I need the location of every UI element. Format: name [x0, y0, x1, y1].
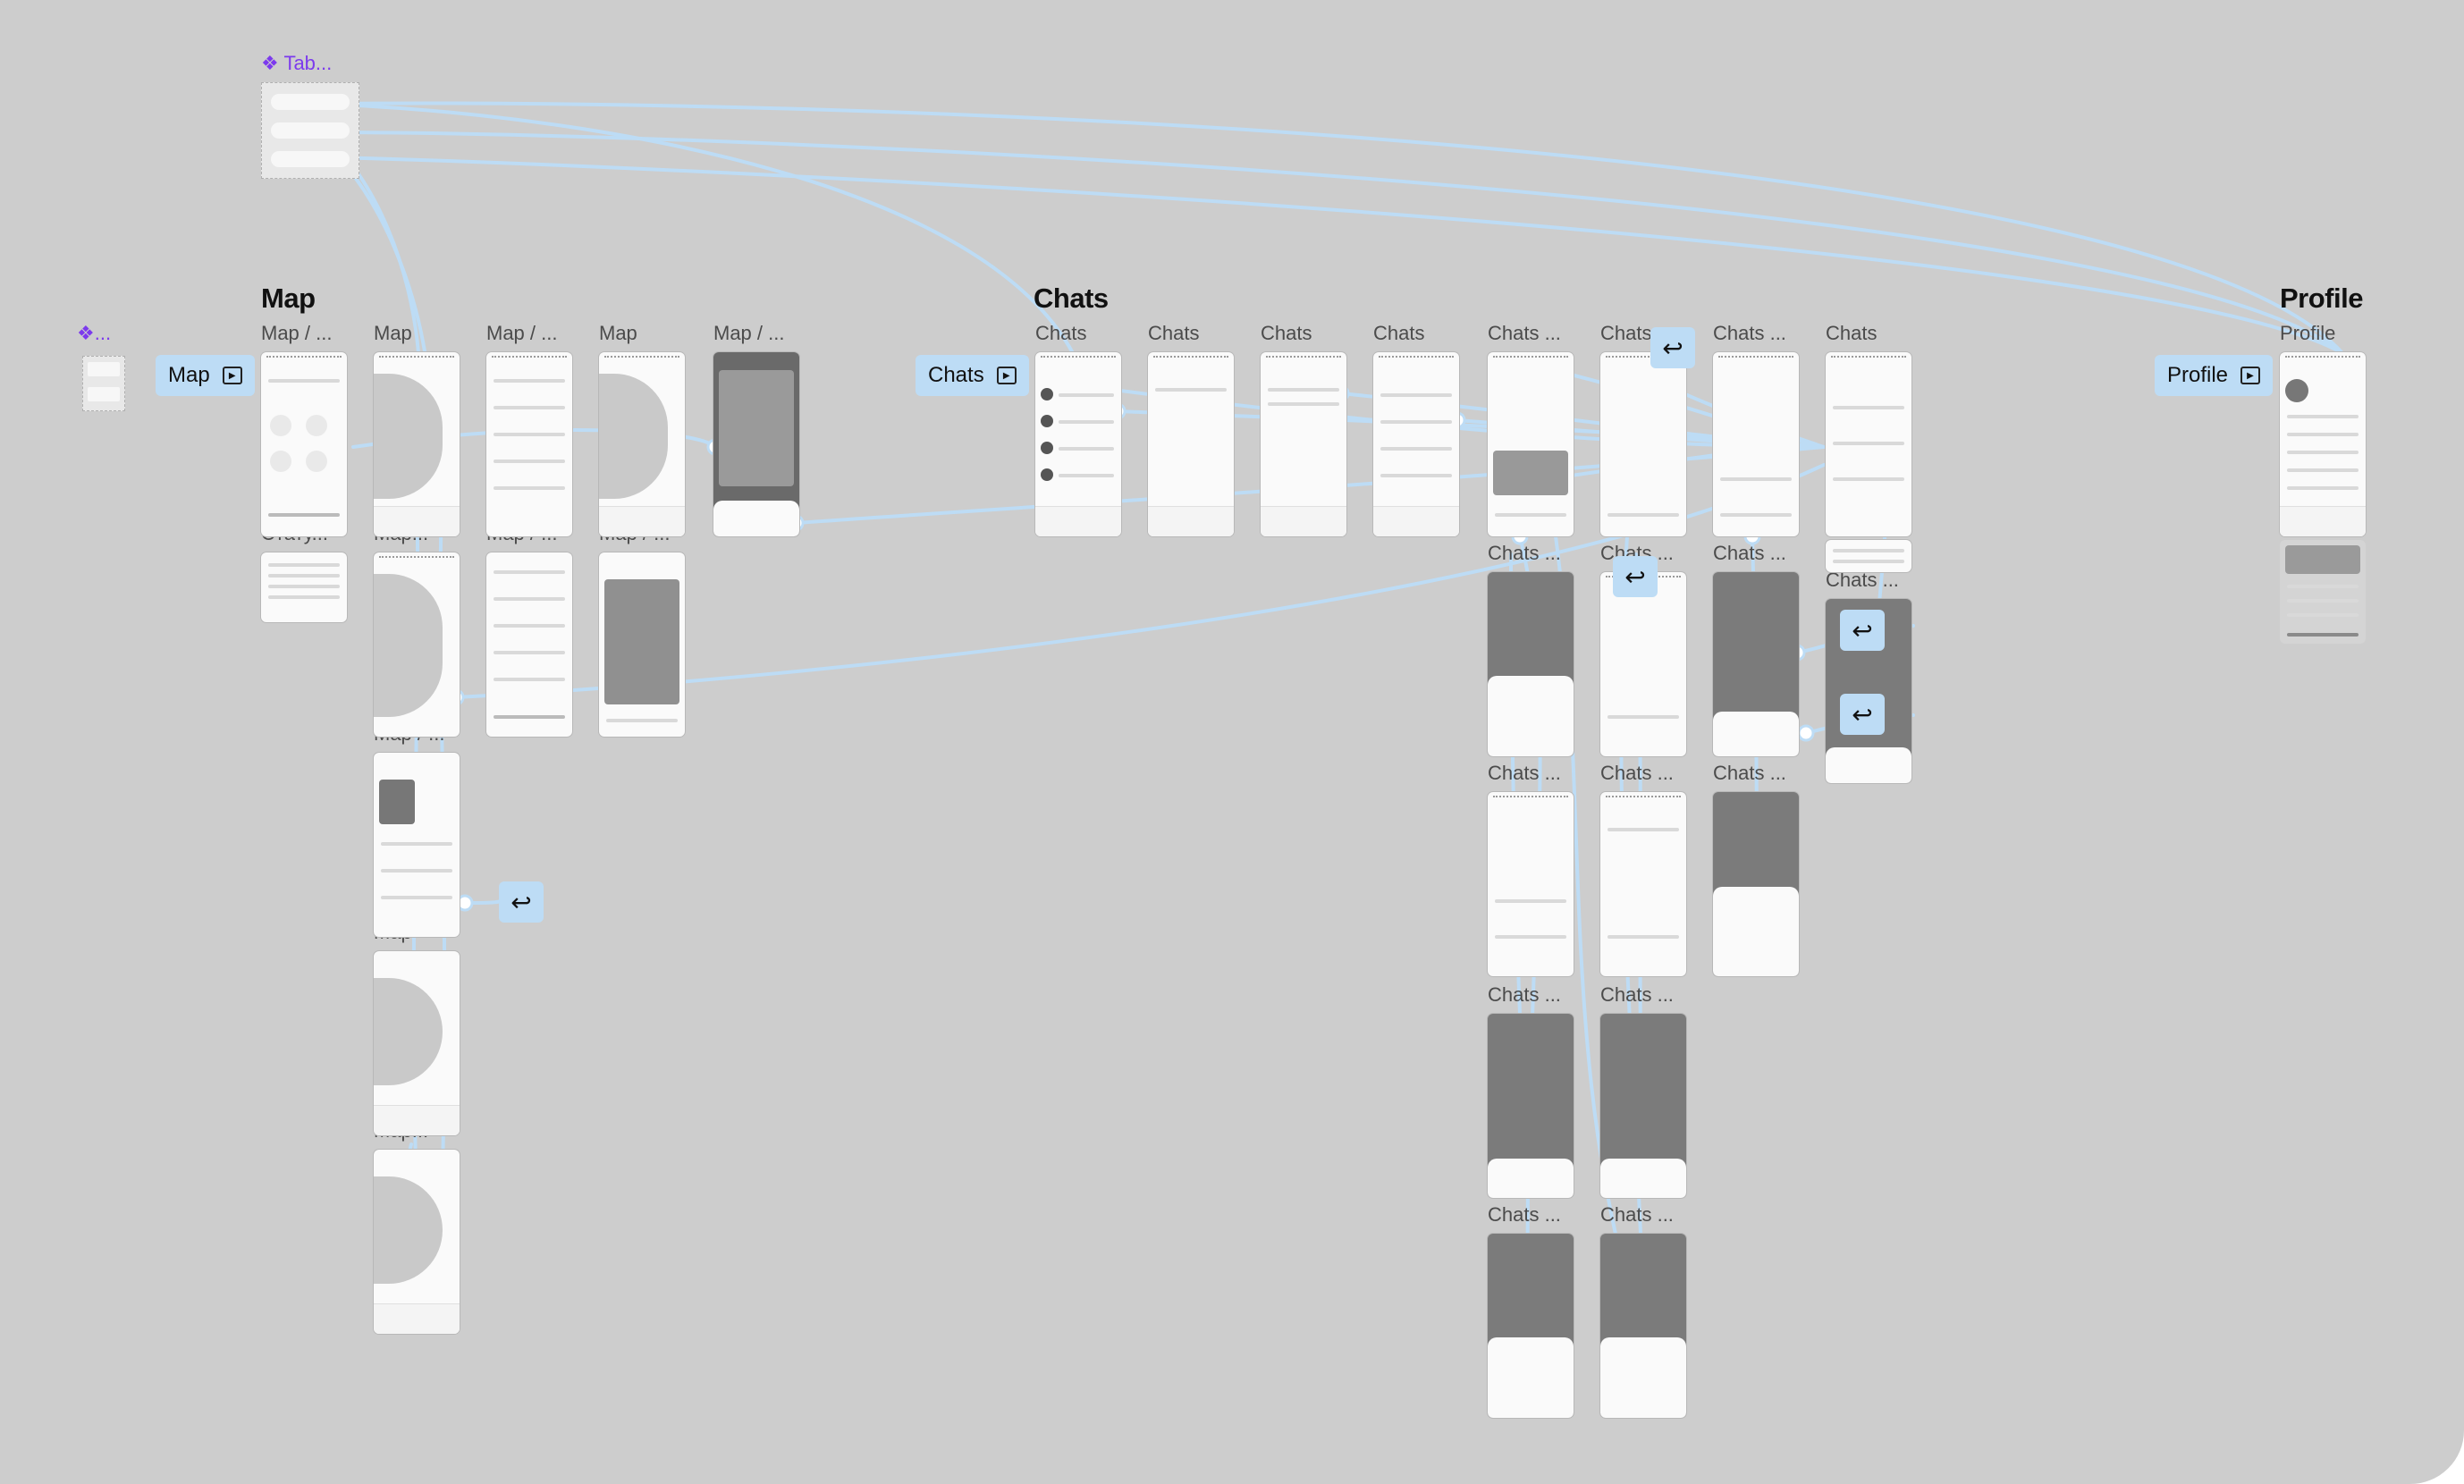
screen-map-invite[interactable]: [599, 552, 685, 737]
screen-chat-r5-2[interactable]: [1600, 1234, 1686, 1418]
screen-chat-r4-2[interactable]: [1600, 1014, 1686, 1198]
screen-chat-r4-1[interactable]: [1488, 1014, 1574, 1198]
other-component-label[interactable]: ❖...: [77, 322, 111, 345]
back-icon[interactable]: ↩: [1840, 610, 1885, 651]
screen-chat-modal-2[interactable]: [1600, 572, 1686, 756]
frame-label[interactable]: Chats ...: [1600, 983, 1674, 1007]
frame-label[interactable]: Map / ...: [713, 322, 784, 345]
frame-label[interactable]: Chats ...: [1600, 762, 1674, 785]
flow-start-map[interactable]: Map ▶: [156, 355, 255, 396]
screen-chat-r3-2[interactable]: [1600, 792, 1686, 976]
back-icon[interactable]: ↩: [499, 881, 544, 923]
flow-start-profile[interactable]: Profile ▶: [2155, 355, 2273, 396]
screen-profile-extension[interactable]: [2280, 540, 2366, 644]
frame-label[interactable]: Chats ...: [1600, 1203, 1674, 1227]
frame-label[interactable]: Chats ...: [1488, 1203, 1561, 1227]
back-icon[interactable]: ↩: [1613, 556, 1658, 597]
flow-label: Chats: [928, 363, 984, 388]
section-title-chats: Chats: [1034, 282, 1109, 315]
frame-label[interactable]: Chats ...: [1713, 762, 1786, 785]
small-component[interactable]: [82, 356, 125, 411]
frame-label[interactable]: Chats: [1826, 322, 1877, 345]
screen-map-filters[interactable]: [486, 352, 572, 536]
screen-chat-modal-1[interactable]: [1488, 572, 1574, 756]
screen-chats-empty-2[interactable]: [1261, 352, 1346, 536]
screen-chat-r5-1[interactable]: [1488, 1234, 1574, 1418]
screen-status[interactable]: [261, 552, 347, 622]
frame-label[interactable]: Chats: [1600, 322, 1651, 345]
flow-label: Profile: [2167, 363, 2228, 388]
frame-label[interactable]: Chats ...: [1713, 542, 1786, 565]
frame-label[interactable]: Chats ...: [1488, 542, 1561, 565]
frame-label[interactable]: Chats ...: [1713, 322, 1786, 345]
screen-map-onboarding[interactable]: [261, 352, 347, 536]
screen-map-r3[interactable]: [374, 753, 460, 937]
screen-chat-dialog-2[interactable]: [1600, 352, 1686, 536]
tab-component-label[interactable]: ❖ Tab...: [261, 52, 332, 75]
prototype-flow-icon: ▶: [223, 367, 242, 384]
back-icon[interactable]: ↩: [1840, 694, 1885, 735]
frame-label[interactable]: Map / ...: [261, 322, 332, 345]
frame-label[interactable]: Chats ...: [1488, 762, 1561, 785]
screen-map-avatar[interactable]: [713, 352, 799, 536]
frame-label[interactable]: Chats: [1148, 322, 1199, 345]
screen-chats-list[interactable]: [1035, 352, 1121, 536]
screen-profile[interactable]: [2280, 352, 2366, 536]
screen-chats-empty-1[interactable]: [1148, 352, 1234, 536]
screen-map-r5[interactable]: [374, 1150, 460, 1334]
frame-label[interactable]: Chats ...: [1488, 983, 1561, 1007]
frame-label[interactable]: Chats: [1373, 322, 1424, 345]
screen-map-premium[interactable]: [486, 552, 572, 737]
screen-map-r4[interactable]: [374, 951, 460, 1135]
screen-map-r2[interactable]: [374, 552, 460, 737]
back-icon[interactable]: ↩: [1650, 327, 1695, 368]
frame-label[interactable]: Map / ...: [486, 322, 557, 345]
screen-chat-dialog-4[interactable]: [1826, 352, 1911, 536]
screen-chats-list-2[interactable]: [1373, 352, 1459, 536]
prototype-flow-icon: ▶: [997, 367, 1017, 384]
screen-chat-dialog-3[interactable]: [1713, 352, 1799, 536]
flow-start-chats[interactable]: Chats ▶: [916, 355, 1029, 396]
section-title-map: Map: [261, 282, 316, 315]
section-title-profile: Profile: [2280, 282, 2363, 315]
screen-chat-r3-1[interactable]: [1488, 792, 1574, 976]
frame-label[interactable]: Map: [599, 322, 637, 345]
prototype-flow-icon: ▶: [2240, 367, 2260, 384]
flow-label: Map: [168, 363, 210, 388]
tab-component[interactable]: [261, 82, 359, 179]
screen-chat-dialog[interactable]: [1488, 352, 1574, 536]
frame-label[interactable]: Profile: [2280, 322, 2335, 345]
screen-chat-modal-3[interactable]: [1713, 572, 1799, 756]
frame-label[interactable]: Map: [374, 322, 412, 345]
screen-map[interactable]: [374, 352, 460, 536]
screen-map-2[interactable]: [599, 352, 685, 536]
screen-chat-menu[interactable]: [1826, 540, 1911, 572]
frame-label[interactable]: Chats: [1261, 322, 1312, 345]
frame-label[interactable]: Chats: [1035, 322, 1086, 345]
frame-label[interactable]: Chats ...: [1488, 322, 1561, 345]
screen-chat-r3-3[interactable]: [1713, 792, 1799, 976]
